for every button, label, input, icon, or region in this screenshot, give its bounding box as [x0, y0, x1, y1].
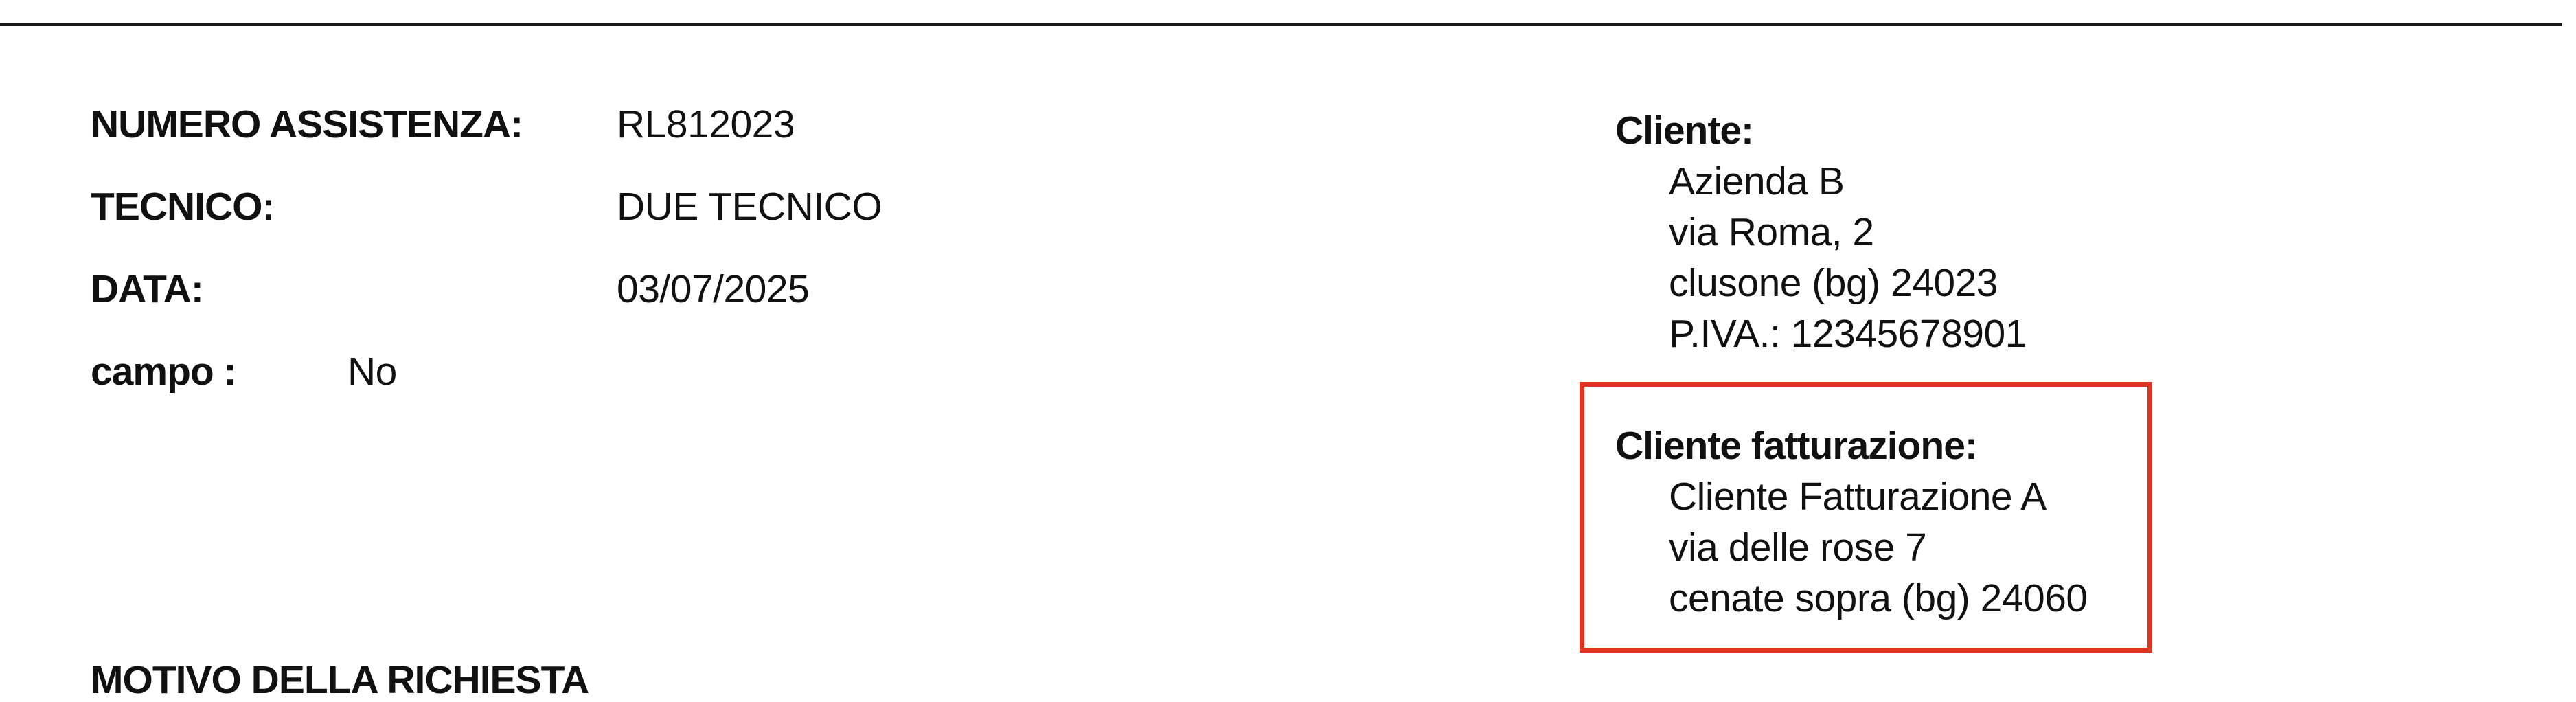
- tecnico-value: DUE TECNICO: [617, 185, 882, 229]
- cliente-fatturazione-name: Cliente Fatturazione A: [1669, 475, 2047, 519]
- cliente-name: Azienda B: [1669, 159, 1845, 203]
- cliente-heading: Cliente:: [1615, 109, 1754, 152]
- campo-label: campo :: [91, 350, 237, 394]
- cliente-fatturazione-highlight-box: [1580, 382, 2152, 653]
- numero-assistenza-value: RL812023: [617, 102, 795, 146]
- cliente-fatturazione-heading: Cliente fatturazione:: [1615, 424, 1978, 468]
- data-value: 03/07/2025: [617, 267, 810, 311]
- cliente-block: Cliente: Azienda B via Roma, 2 clusone (…: [1615, 105, 2027, 359]
- cliente-fatturazione-block: Cliente fatturazione: Cliente Fatturazio…: [1615, 420, 2088, 624]
- cliente-address: via Roma, 2: [1669, 210, 1874, 254]
- cliente-piva: P.IVA.: 12345678901: [1669, 312, 2027, 356]
- cliente-fatturazione-address: via delle rose 7: [1669, 525, 1927, 569]
- cliente-city: clusone (bg) 24023: [1669, 261, 1998, 305]
- data-label: DATA:: [91, 267, 204, 311]
- cliente-fatturazione-city: cenate sopra (bg) 24060: [1669, 576, 2088, 620]
- motivo-richiesta-heading: MOTIVO DELLA RICHIESTA: [91, 658, 589, 702]
- campo-value: No: [347, 350, 397, 394]
- tecnico-label: TECNICO:: [91, 185, 275, 229]
- numero-assistenza-label: NUMERO ASSISTENZA:: [91, 102, 523, 146]
- top-divider: [0, 23, 2562, 26]
